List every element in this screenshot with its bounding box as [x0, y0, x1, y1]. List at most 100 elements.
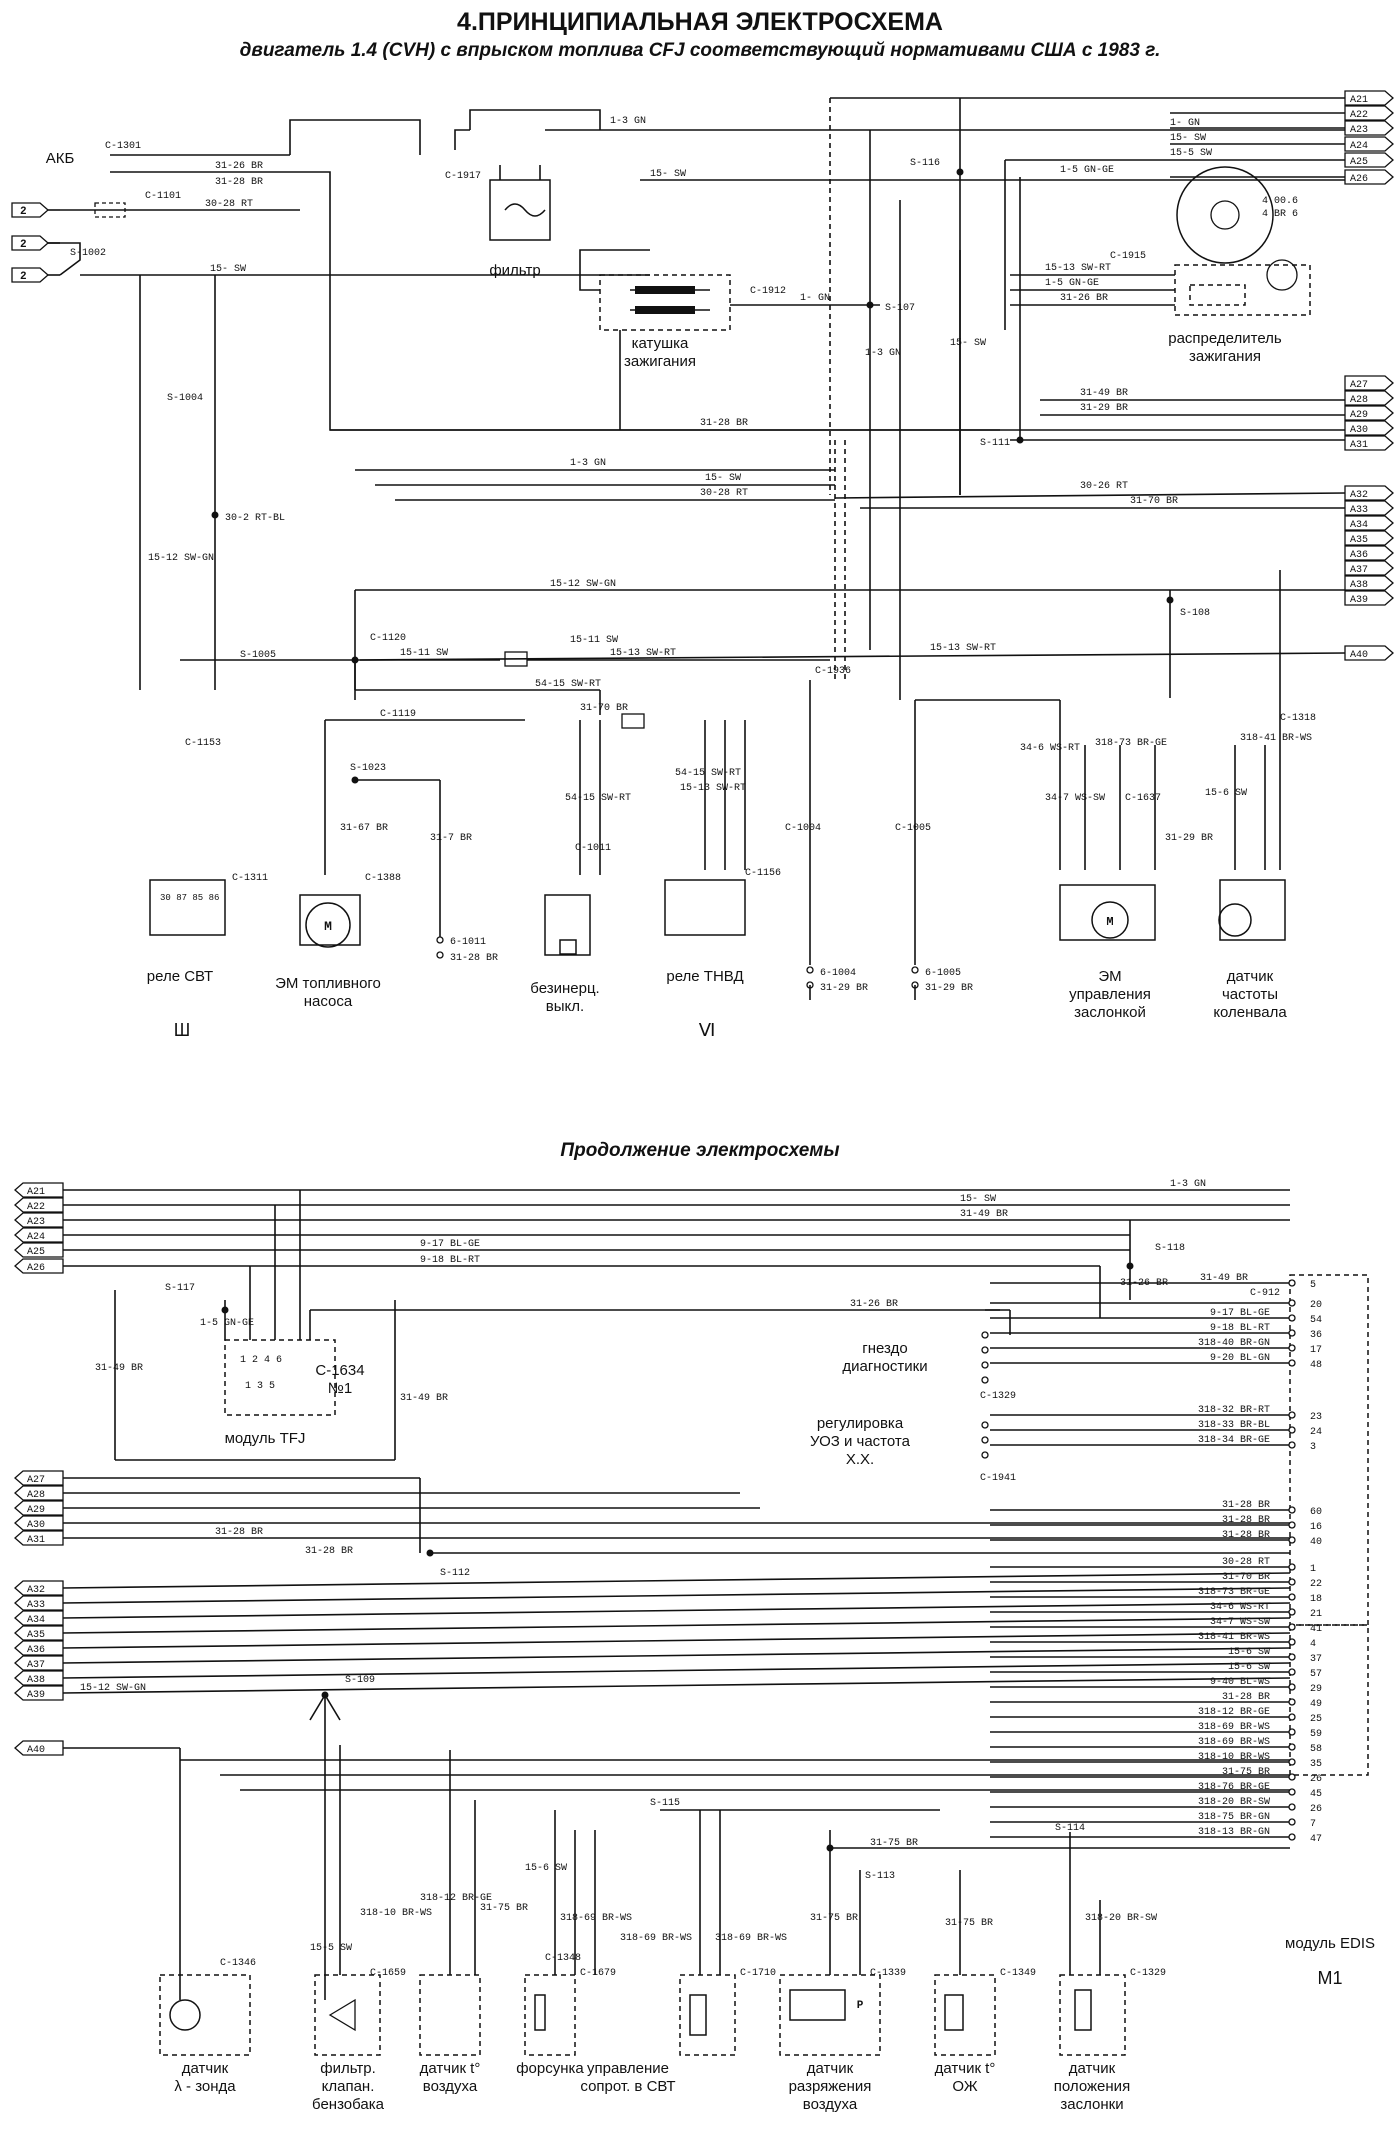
connector-tag-label: A32 [27, 1585, 45, 1596]
wire [62, 1632, 1291, 1649]
connector-pin [1288, 1638, 1296, 1646]
connector-tag-label: A37 [27, 1660, 45, 1671]
edis-wire: 9-17 BL-GE [1210, 1308, 1270, 1319]
connector-pin [1288, 1563, 1296, 1571]
edis-wire: 9-20 BL-GN [1210, 1353, 1270, 1364]
edis-pin: 23 [1310, 1412, 1322, 1423]
throttle-motor [1091, 901, 1129, 939]
coil-winding [635, 286, 695, 294]
wire [290, 171, 1000, 431]
connector-tag [1344, 120, 1394, 136]
coolant-sensor [934, 1974, 996, 2056]
wire-label: 31-29 BR [820, 983, 868, 994]
edis-wire: 318-13 BR-GN [1198, 1827, 1270, 1838]
lambda-icon [169, 1999, 201, 2031]
wire-label: 318-73 BR-GE [1095, 738, 1167, 749]
wire-label: C-1153 [185, 738, 221, 749]
connector-pin [1288, 1279, 1296, 1287]
connector-tag-label: A29 [1350, 410, 1368, 421]
connector-tag-label: A26 [1350, 174, 1368, 185]
wire-label: 1- GN [800, 293, 830, 304]
component-box [1189, 284, 1246, 306]
wire-label: C-1349 [1000, 1968, 1036, 1979]
relay-tnvd-label: реле ТНВД [666, 968, 744, 985]
distributor-sensor [1266, 259, 1298, 291]
edis-wire: 318-40 BR-GN [1198, 1338, 1270, 1349]
wire-label: C-1301 [105, 141, 141, 152]
connector-tag [1344, 435, 1394, 451]
injector-label: форсунка [516, 2060, 584, 2077]
wire-label: S-1002 [70, 248, 106, 259]
wire-label: S-1004 [167, 393, 203, 404]
wire-label: S-116 [910, 158, 940, 169]
wire-label: 15-12 SW-GN [148, 553, 214, 564]
wire-label: C-1120 [370, 633, 406, 644]
edis-pin: 3 [1310, 1442, 1316, 1453]
wire-label: 318-69 BR-WS [620, 1933, 692, 1944]
edis-wire: 318-75 BR-GN [1198, 1812, 1270, 1823]
throttle-motor-box [1059, 884, 1156, 941]
connector-pin [1288, 1314, 1296, 1322]
edis-wire: 31-28 BR [1222, 1530, 1270, 1541]
fuse [94, 202, 126, 218]
edis-pin: 16 [1310, 1522, 1322, 1533]
connector-tag-label: A23 [1350, 125, 1368, 136]
wire-label: 6-1005 [925, 968, 961, 979]
connector-tag-label: A24 [27, 1232, 45, 1243]
wire-label: C-1329 [1130, 1968, 1166, 1979]
wire-label: 15- SW [705, 473, 741, 484]
connector-pin [981, 1421, 989, 1429]
wire-label: 15-11 SW [400, 648, 448, 659]
connector-tag-label: A38 [27, 1675, 45, 1686]
connector-tag [1344, 560, 1394, 576]
tps-sensor [1059, 1974, 1126, 2056]
wire-label: 318-69 BR-WS [715, 1933, 787, 1944]
air-temp-label: датчик t° воздуха [419, 2060, 481, 2095]
wire [324, 1694, 341, 1721]
wire-label: C-1659 [370, 1968, 406, 1979]
coolant-label: датчик t° ОЖ [934, 2060, 996, 2095]
wire [309, 1694, 326, 1721]
connector-tag [1344, 530, 1394, 546]
connector-tag-label: A36 [27, 1645, 45, 1656]
wire [289, 119, 421, 155]
wire-label: C-1318 [1280, 713, 1316, 724]
connector-pin [981, 1376, 989, 1384]
connector-pin [1288, 1623, 1296, 1631]
svt-res-label: управление сопрот. в СВТ [580, 2060, 676, 2095]
edis-wire: 318-12 BR-GE [1198, 1707, 1270, 1718]
wire-label: C-1119 [380, 709, 416, 720]
connector-pin [981, 1436, 989, 1444]
wire-label: 31-67 BR [340, 823, 388, 834]
connector-tag [1344, 405, 1394, 421]
tps-label: датчик положения заслонки [1053, 2060, 1131, 2113]
wire-label: 31-75 BR [480, 1903, 528, 1914]
wire-label: 30-26 RT [1080, 481, 1128, 492]
throttle-motor-label: ЭМ управления заслонкой [1069, 968, 1151, 1021]
connector-pin [1288, 1578, 1296, 1586]
edis-pin: 4 [1310, 1639, 1316, 1650]
connector-pin [1288, 1608, 1296, 1616]
connector-pin [436, 936, 444, 944]
edis-pin: 26 [1310, 1804, 1322, 1815]
connector-pin [1288, 1758, 1296, 1766]
edis-wire: 318-76 BR-GE [1198, 1782, 1270, 1793]
wire-label: 31-49 BR [400, 1393, 448, 1404]
connector-pin [1288, 1593, 1296, 1601]
wire-label: 15-13 SW-RT [610, 648, 676, 659]
connector-tag-label: A22 [1350, 110, 1368, 121]
connector-tag-label: A33 [1350, 505, 1368, 516]
edis-pin: 41 [1310, 1624, 1322, 1635]
wire-label: 31-49 BR [1200, 1273, 1248, 1284]
edis-pin: 20 [1310, 1300, 1322, 1311]
junction [211, 511, 219, 519]
edis-wire: 30-28 RT [1222, 1557, 1270, 1568]
edis-wire: 31-75 BR [1222, 1767, 1270, 1778]
connector-pin [1288, 1521, 1296, 1529]
svt-resistor [679, 1974, 736, 2056]
filter-symbol [489, 179, 551, 241]
edis-pin: 25 [1310, 1714, 1322, 1725]
edis-pin: 1 [1310, 1564, 1316, 1575]
wire-label: C-1005 [895, 823, 931, 834]
